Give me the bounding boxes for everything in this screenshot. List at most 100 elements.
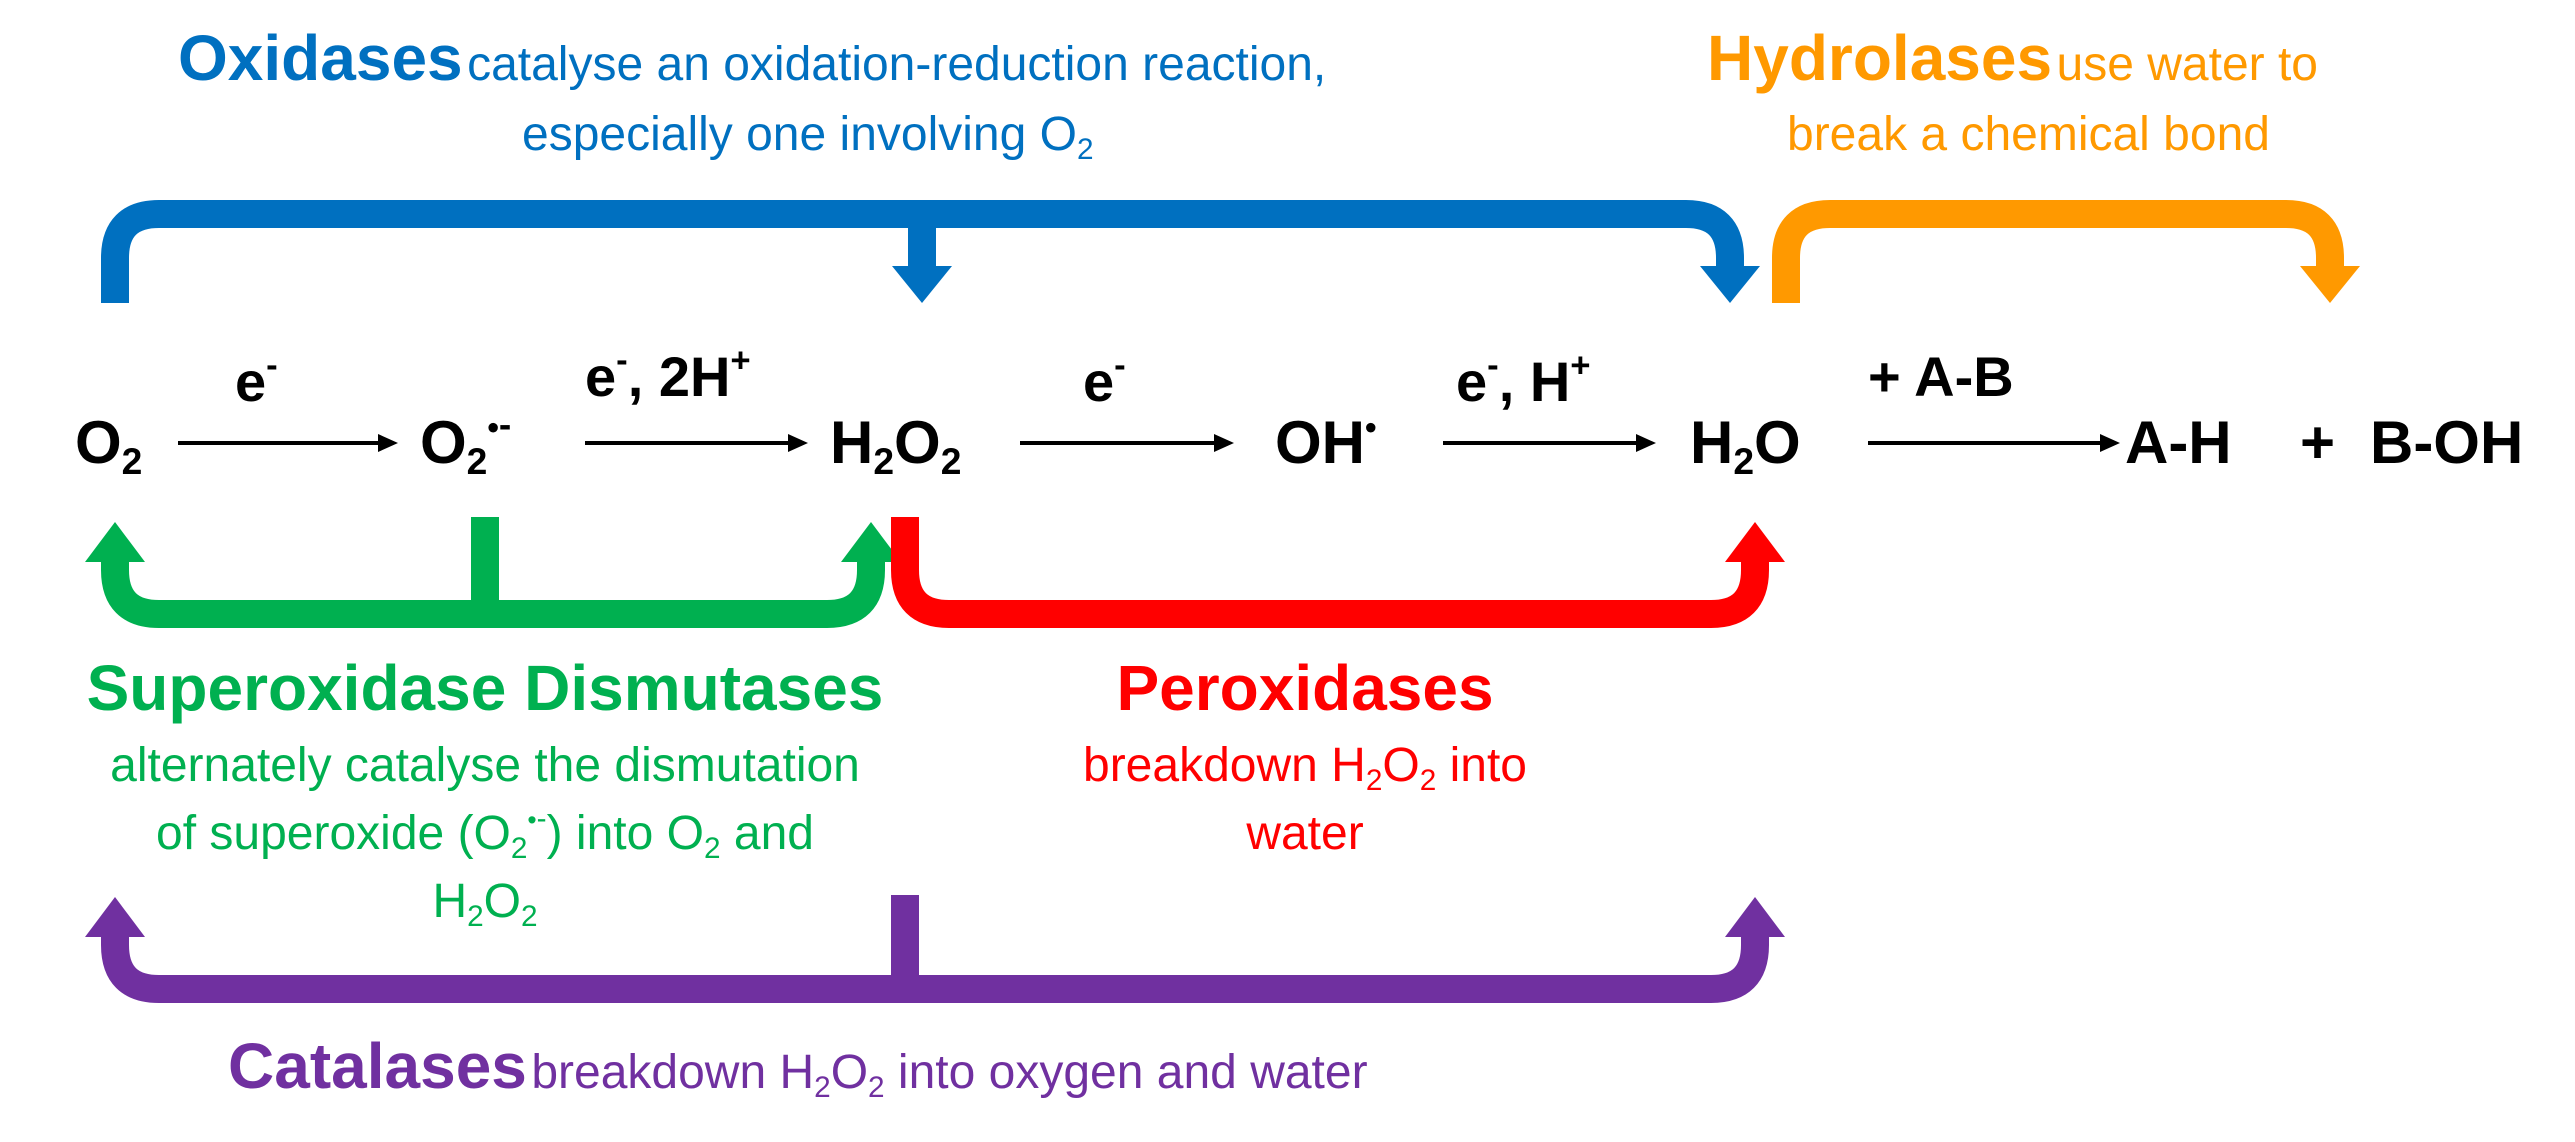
species-oh-base: OH xyxy=(1275,409,1365,476)
species-h2o-a: H xyxy=(1690,409,1734,476)
arrow-label-4-base: e xyxy=(1456,350,1488,413)
catalases-name: Catalases xyxy=(228,1030,527,1102)
species-h2o-sub: 2 xyxy=(1733,440,1755,483)
sod-bracket xyxy=(101,517,885,628)
sod-desc-line1: alternately catalyse the dismutation xyxy=(110,739,860,792)
species-superoxide-sub: 2 xyxy=(466,440,488,483)
sod-desc-line3: H2O2 xyxy=(432,874,537,931)
radical-dot-icon: • xyxy=(487,408,499,446)
arrow-label-4-rest: , H xyxy=(1498,350,1571,413)
hydrolases-desc-line1: use water to xyxy=(2056,38,2318,91)
arrow-label-4: e-, H+ xyxy=(1456,346,1591,414)
arrow-label-2-sup2: + xyxy=(730,341,751,380)
peroxidases-line1-a: breakdown H xyxy=(1083,739,1366,792)
arrowhead-3 xyxy=(1214,434,1234,452)
sod-line3-sub2: 2 xyxy=(521,899,538,933)
arrow-label-2-sup: - xyxy=(616,341,628,380)
catalases-desc-b: O xyxy=(830,1046,869,1099)
peroxidases-desc-line2: water xyxy=(1246,807,1364,860)
species-h2o2-sub1: 2 xyxy=(873,440,895,483)
catalases-bracket xyxy=(101,895,1769,1003)
species-superoxide: O2•- xyxy=(420,405,511,479)
species-o2-base: O xyxy=(75,409,122,476)
arrow-label-4-sup: - xyxy=(1487,346,1499,385)
sod-line3-b: O xyxy=(483,875,522,928)
arrow-label-1-base: e xyxy=(235,350,267,413)
arrow-label-3-base: e xyxy=(1083,350,1115,413)
arrow-label-2: e-, 2H+ xyxy=(585,341,751,409)
arrowhead-2 xyxy=(788,434,808,452)
sod-arrowhead-o2 xyxy=(85,522,145,562)
species-ah: A-H xyxy=(2125,409,2232,476)
arrowhead-5 xyxy=(2100,434,2120,452)
hydrolases-title-line: Hydrolases use water to xyxy=(1707,22,2318,96)
species-h2o2: H2O2 xyxy=(830,408,961,480)
species-h2o2-a: H xyxy=(830,409,874,476)
peroxidases-line1-sub1: 2 xyxy=(1365,763,1383,797)
peroxidases-name: Peroxidases xyxy=(1116,652,1494,724)
arrow-label-1: e- xyxy=(235,346,278,414)
species-oh: OH• xyxy=(1275,408,1377,477)
oxidases-title-line: Oxidases catalyse an oxidation-reduction… xyxy=(178,22,1326,96)
sod-line3-sub1: 2 xyxy=(467,899,484,933)
species-h2o2-b: O xyxy=(894,409,941,476)
sod-line2-b: ) into O xyxy=(546,807,704,860)
arrowhead-4 xyxy=(1636,434,1656,452)
species-boh: B-OH xyxy=(2370,409,2524,476)
species-o2-sub: 2 xyxy=(121,440,143,483)
catalases-desc: breakdown H2O2 into oxygen and water xyxy=(531,1046,1368,1102)
species-h2o2-sub2: 2 xyxy=(940,440,962,483)
species-h2o-b: O xyxy=(1754,409,1801,476)
species-superoxide-sup: - xyxy=(498,402,512,445)
oxidases-name: Oxidases xyxy=(178,22,463,94)
oxidases-bracket xyxy=(101,200,1744,303)
arrow-label-1-sup: - xyxy=(266,346,278,385)
radical-dot-icon: • xyxy=(527,805,537,836)
oxidases-desc-line1: catalyse an oxidation-reduction reaction… xyxy=(467,38,1327,91)
sod-line3-a: H xyxy=(432,875,468,928)
catalases-desc-a: breakdown H xyxy=(531,1046,815,1099)
arrow-label-2-rest: , 2H xyxy=(627,345,731,408)
sod-line2-a: of superoxide (O xyxy=(156,807,511,860)
peroxidases-line1-c: into xyxy=(1436,739,1527,792)
sod-desc-line2: of superoxide (O2•-) into O2 and xyxy=(156,804,814,864)
catalases-desc-c: into oxygen and water xyxy=(884,1046,1368,1099)
species-h2o: H2O xyxy=(1690,408,1801,480)
arrow-label-3: e- xyxy=(1083,346,1126,414)
oxidases-desc-line2-text: especially one involving O xyxy=(522,108,1077,161)
sod-line2-sup: - xyxy=(536,802,547,836)
peroxidases-desc-line1: breakdown H2O2 into xyxy=(1083,738,1527,795)
peroxidases-line1-b: O xyxy=(1382,739,1420,792)
peroxidases-bracket xyxy=(891,517,1769,628)
catalases-arrowhead-o2 xyxy=(85,897,145,937)
arrow-label-5: + A-B xyxy=(1868,345,2014,408)
hydrolases-arrowhead xyxy=(2300,266,2360,303)
species-plus: + xyxy=(2300,409,2336,476)
hydrolases-desc-line2: break a chemical bond xyxy=(1787,108,2270,161)
hydrolases-name: Hydrolases xyxy=(1707,22,2053,94)
oxidases-arrowhead-h2o2 xyxy=(892,266,952,303)
arrow-label-4-sup2: + xyxy=(1570,346,1591,385)
catalases-line: Catalases breakdown H2O2 into oxygen and… xyxy=(228,1030,1368,1104)
arrowhead-1 xyxy=(378,434,398,452)
species-o2: O2 xyxy=(75,408,142,480)
sod-name: Superoxidase Dismutases xyxy=(86,652,884,724)
catalases-desc-sub1: 2 xyxy=(814,1070,831,1104)
sod-line2-sub: 2 xyxy=(510,831,528,865)
arrow-label-2-base: e xyxy=(585,345,617,408)
radical-dot-icon: • xyxy=(1365,408,1377,446)
oxidases-desc-line2-sub: 2 xyxy=(1076,132,1094,166)
hydrolases-bracket xyxy=(1772,200,2344,303)
sod-line2-c: and xyxy=(720,807,814,860)
peroxidases-line1-sub2: 2 xyxy=(1419,763,1437,797)
catalases-arrowhead-h2o xyxy=(1725,897,1785,937)
oxidases-arrowhead-h2o xyxy=(1700,266,1760,303)
arrow-label-3-sup: - xyxy=(1114,346,1126,385)
species-superoxide-base: O xyxy=(420,409,467,476)
sod-arrowhead-h2o2 xyxy=(841,522,901,562)
oxidases-desc-line2: especially one involving O2 xyxy=(522,107,1094,164)
sod-line2-sub2: 2 xyxy=(703,831,721,865)
peroxidases-arrowhead xyxy=(1725,522,1785,562)
